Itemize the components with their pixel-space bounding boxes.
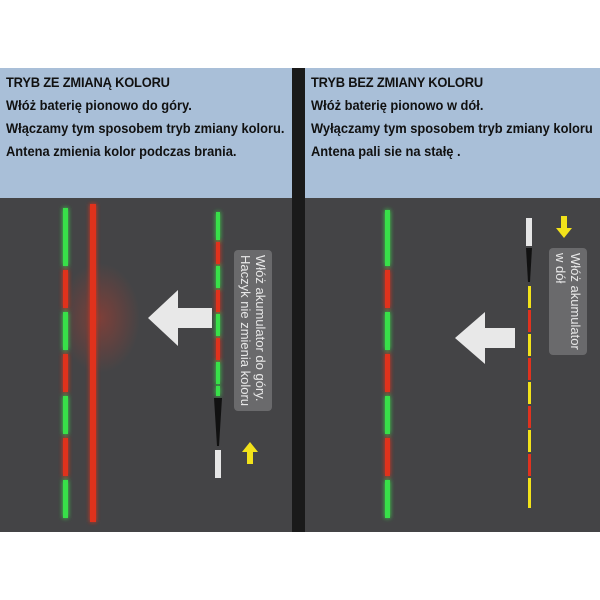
antenna-alternating	[385, 210, 390, 518]
arrow-left-icon	[148, 290, 212, 346]
right-line-3: Antena pali sie na stałę .	[311, 143, 461, 159]
float-icon	[214, 212, 222, 478]
left-illustration	[60, 204, 258, 522]
left-label-line-2: Haczyk nie zmienia koloru	[238, 255, 253, 407]
right-panel: TRYB BEZ ZMIANY KOLORU Włóż baterię pion…	[305, 68, 600, 532]
right-scene: Włóż akumulator w dół	[305, 198, 600, 532]
yellow-arrow-up-icon	[242, 442, 258, 464]
right-line-1: Włóż baterię pionowo w dół.	[311, 97, 484, 113]
antenna-red	[90, 204, 96, 522]
arrow-left-icon	[455, 312, 515, 364]
left-panel: TRYB ZE ZMIANĄ KOLORU Włóż baterię piono…	[0, 68, 292, 532]
right-line-2: Wyłączamy tym sposobem tryb zmiany kolor…	[311, 120, 593, 136]
right-battery-label: Włóż akumulator w dół	[549, 248, 587, 355]
left-line-2: Włączamy tym sposobem tryb zmiany koloru…	[6, 120, 285, 136]
right-illustration	[385, 210, 572, 518]
right-header: TRYB BEZ ZMIANY KOLORU Włóż baterię pion…	[305, 68, 600, 198]
red-glow-haze	[60, 263, 140, 373]
float-icon	[526, 218, 532, 508]
panel-divider	[292, 68, 305, 532]
left-label-line-1: Włóż akumulator do góry.	[253, 255, 268, 402]
left-scene: Włóż akumulator do góry. Haczyk nie zmie…	[0, 198, 292, 532]
right-label-line-2: w dół	[553, 253, 568, 284]
yellow-arrow-down-icon	[556, 216, 572, 238]
left-header: TRYB ZE ZMIANĄ KOLORU Włóż baterię piono…	[0, 68, 292, 198]
left-battery-label: Włóż akumulator do góry. Haczyk nie zmie…	[234, 250, 272, 412]
antenna-alternating	[63, 208, 68, 518]
right-title: TRYB BEZ ZMIANY KOLORU	[311, 74, 483, 90]
left-line-1: Włóż baterię pionowo do góry.	[6, 97, 192, 113]
left-title: TRYB ZE ZMIANĄ KOLORU	[6, 74, 170, 90]
left-line-3: Antena zmienia kolor podczas brania.	[6, 143, 237, 159]
right-label-line-1: Włóż akumulator	[568, 253, 583, 350]
